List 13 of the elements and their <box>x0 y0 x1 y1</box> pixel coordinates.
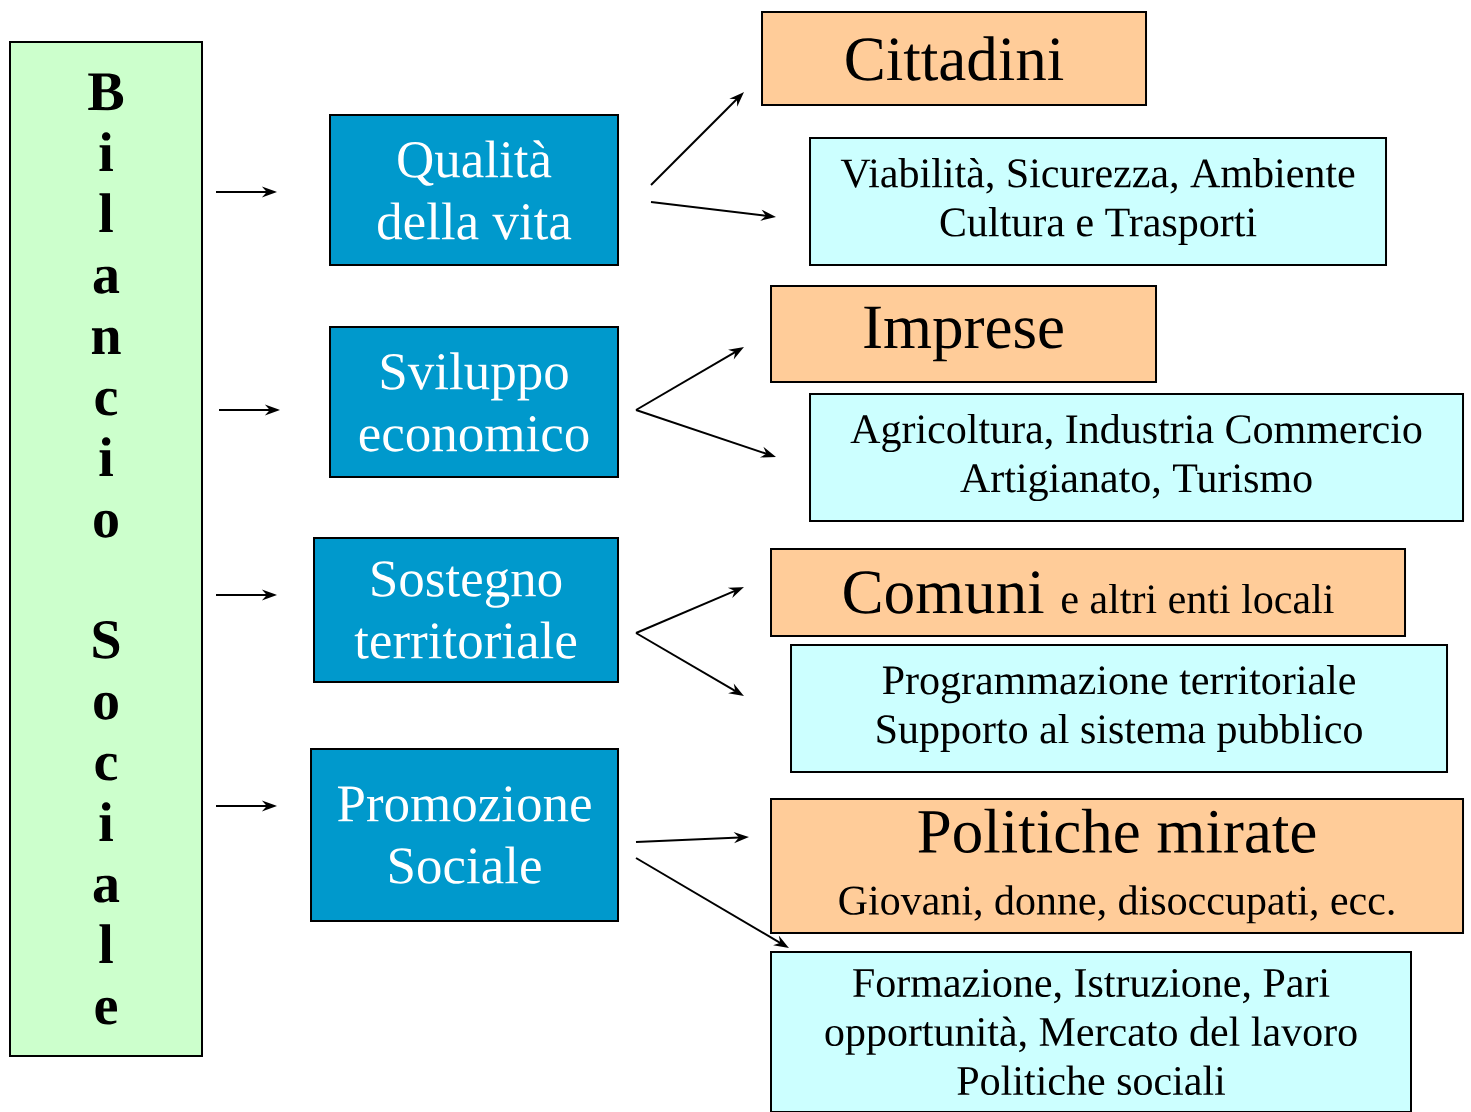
detail-box: Programmazione territoriale Supporto al sistema pubblico <box>790 644 1448 773</box>
vertical-title-box: Bilancio Sociale <box>9 41 203 1057</box>
target-box: Imprese <box>770 285 1157 383</box>
topic-box: Sostegno territoriale <box>313 537 619 683</box>
topic-box: Sviluppo economico <box>329 326 619 478</box>
topic-box: Promozione Sociale <box>310 748 619 922</box>
target-box: Cittadini <box>761 11 1147 106</box>
detail-box: Formazione, Istruzione, Pari opportunità, Mercato del lavoro Politiche sociali <box>770 951 1412 1112</box>
target-box: Comuni e altri enti locali <box>770 548 1406 637</box>
detail-box: Agricoltura, Industria Commercio Artigianato, Turismo <box>809 393 1464 522</box>
target-box: Politiche mirate Giovani, donne, disoccupati, ecc. <box>770 798 1464 934</box>
topic-box: Qualità della vita <box>329 114 619 266</box>
detail-box: Viabilità, Sicurezza, Ambiente Cultura e Trasporti <box>809 137 1387 266</box>
